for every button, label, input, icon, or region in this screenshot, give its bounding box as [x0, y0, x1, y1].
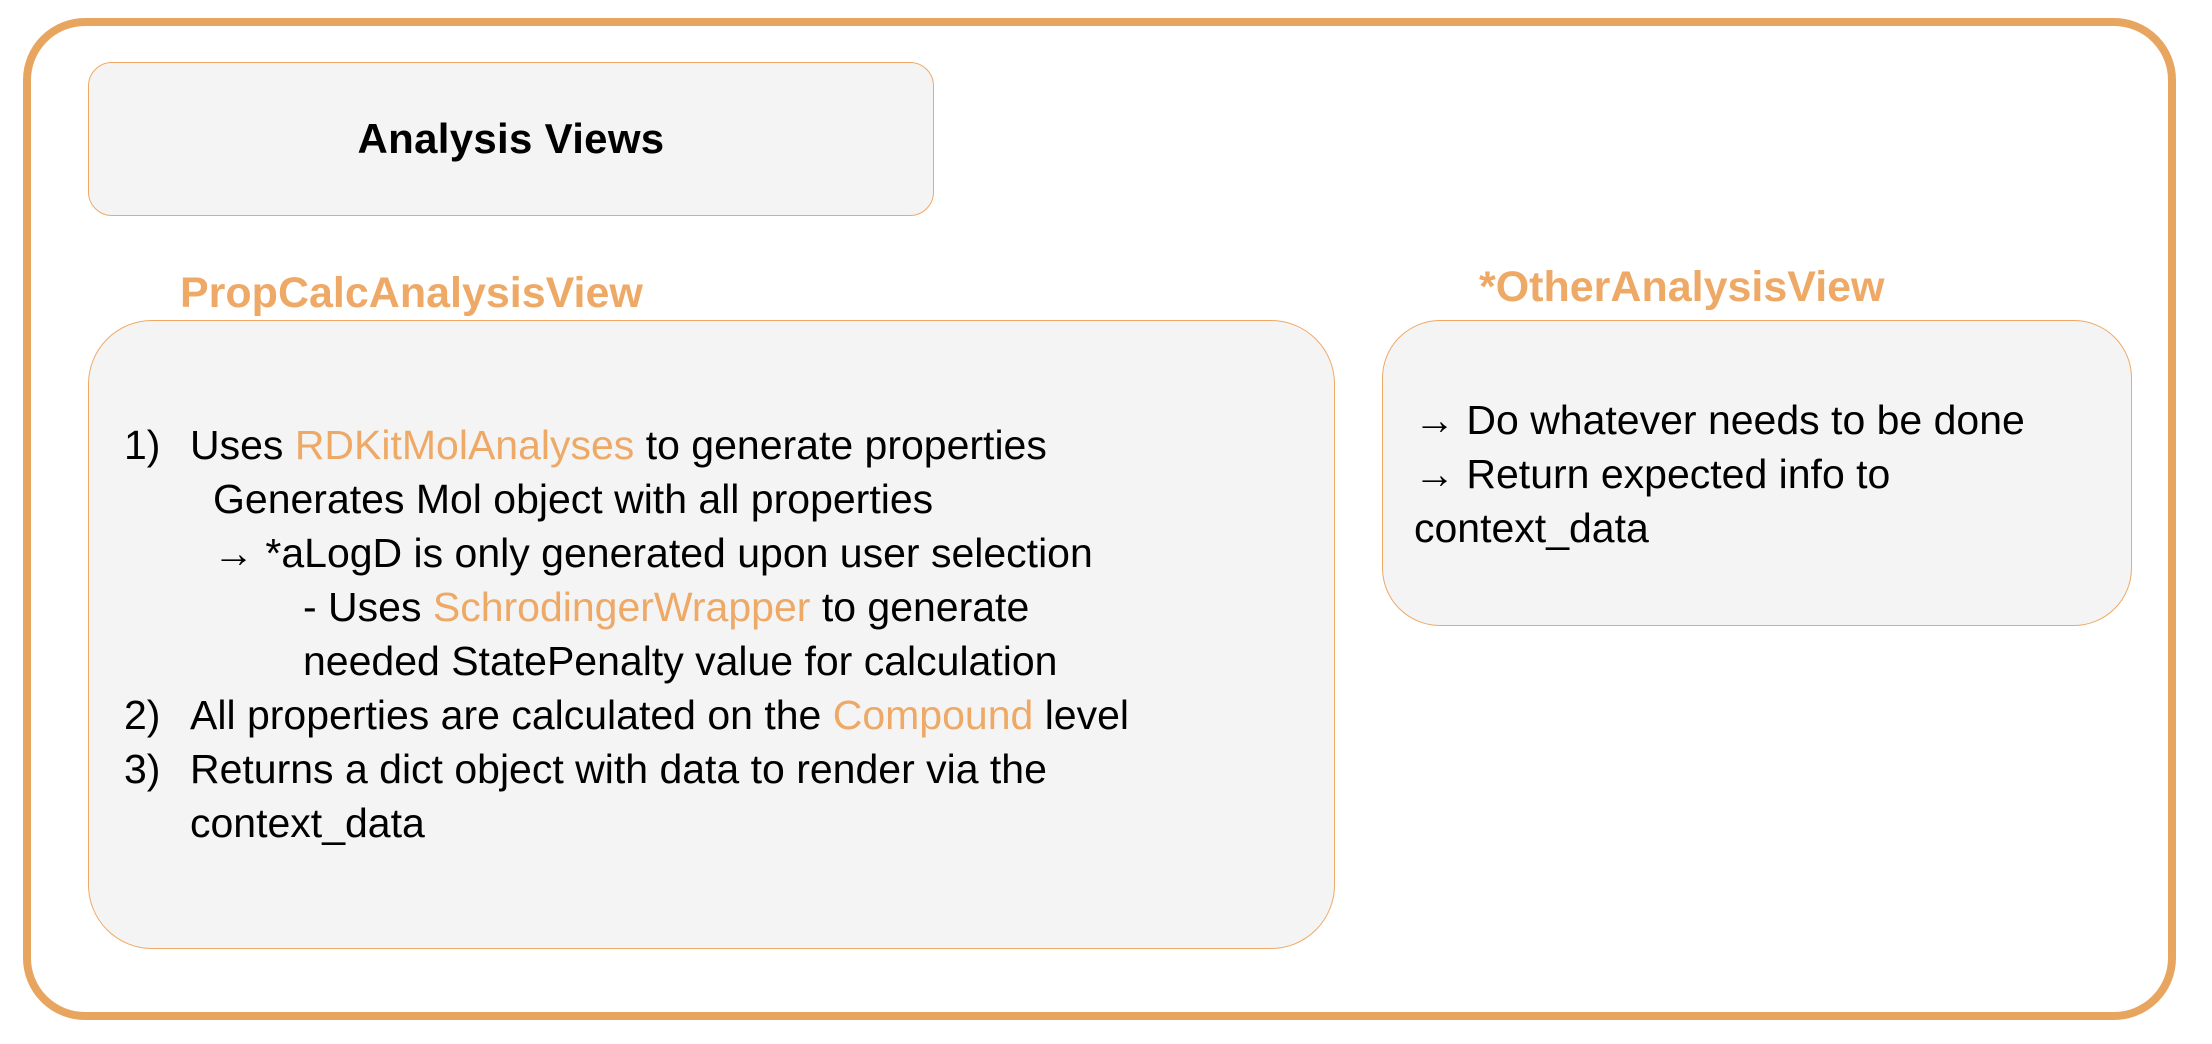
propcalc-item-3: 3) Returns a dict object with data to ren… — [124, 742, 1047, 796]
propcalc-item-1: 1) Uses RDKitMolAnalyses to generate prop… — [124, 418, 1047, 472]
item-text: - Uses — [303, 584, 433, 630]
propcalc-item-2: 2) All properties are calculated on the C… — [124, 688, 1129, 742]
propcalc-item-1-schrodinger: - Uses SchrodingerWrapper to generate — [303, 580, 1029, 634]
item-text: Uses — [190, 422, 295, 468]
other-analysis-heading: *OtherAnalysisView — [1479, 263, 1885, 311]
other-analysis-line-3: context_data — [1414, 505, 1649, 551]
item-text: level — [1033, 692, 1130, 738]
title-box: Analysis Views — [88, 62, 934, 216]
item-number: 2) — [124, 692, 161, 738]
other-analysis-box — [1382, 320, 2132, 626]
rdkit-link-text: RDKitMolAnalyses — [294, 422, 635, 468]
item-text: Returns a dict object with data to rende… — [190, 746, 1047, 792]
propcalc-item-1-statepenalty: needed StatePenalty value for calculatio… — [303, 638, 1058, 684]
propcalc-heading: PropCalcAnalysisView — [180, 269, 643, 317]
schrodinger-link-text: SchrodingerWrapper — [432, 584, 811, 630]
item-number: 3) — [124, 746, 161, 792]
propcalc-box — [88, 320, 1335, 949]
other-analysis-line-1: → Do whatever needs to be done — [1414, 397, 2025, 443]
item-text: to generate — [810, 584, 1030, 630]
other-analysis-line-2: → Return expected info to — [1414, 451, 1891, 497]
propcalc-item-1-detail: Generates Mol object with all properties — [213, 476, 934, 522]
item-text: to generate properties — [634, 422, 1047, 468]
item-number: 1) — [124, 422, 161, 468]
propcalc-item-1-alogd: → *aLogD is only generated upon user sel… — [213, 530, 1093, 576]
diagram-title: Analysis Views — [357, 115, 665, 162]
compound-link-text: Compound — [832, 692, 1034, 738]
item-text: All properties are calculated on the — [190, 692, 833, 738]
propcalc-item-3-continued: context_data — [190, 800, 425, 846]
